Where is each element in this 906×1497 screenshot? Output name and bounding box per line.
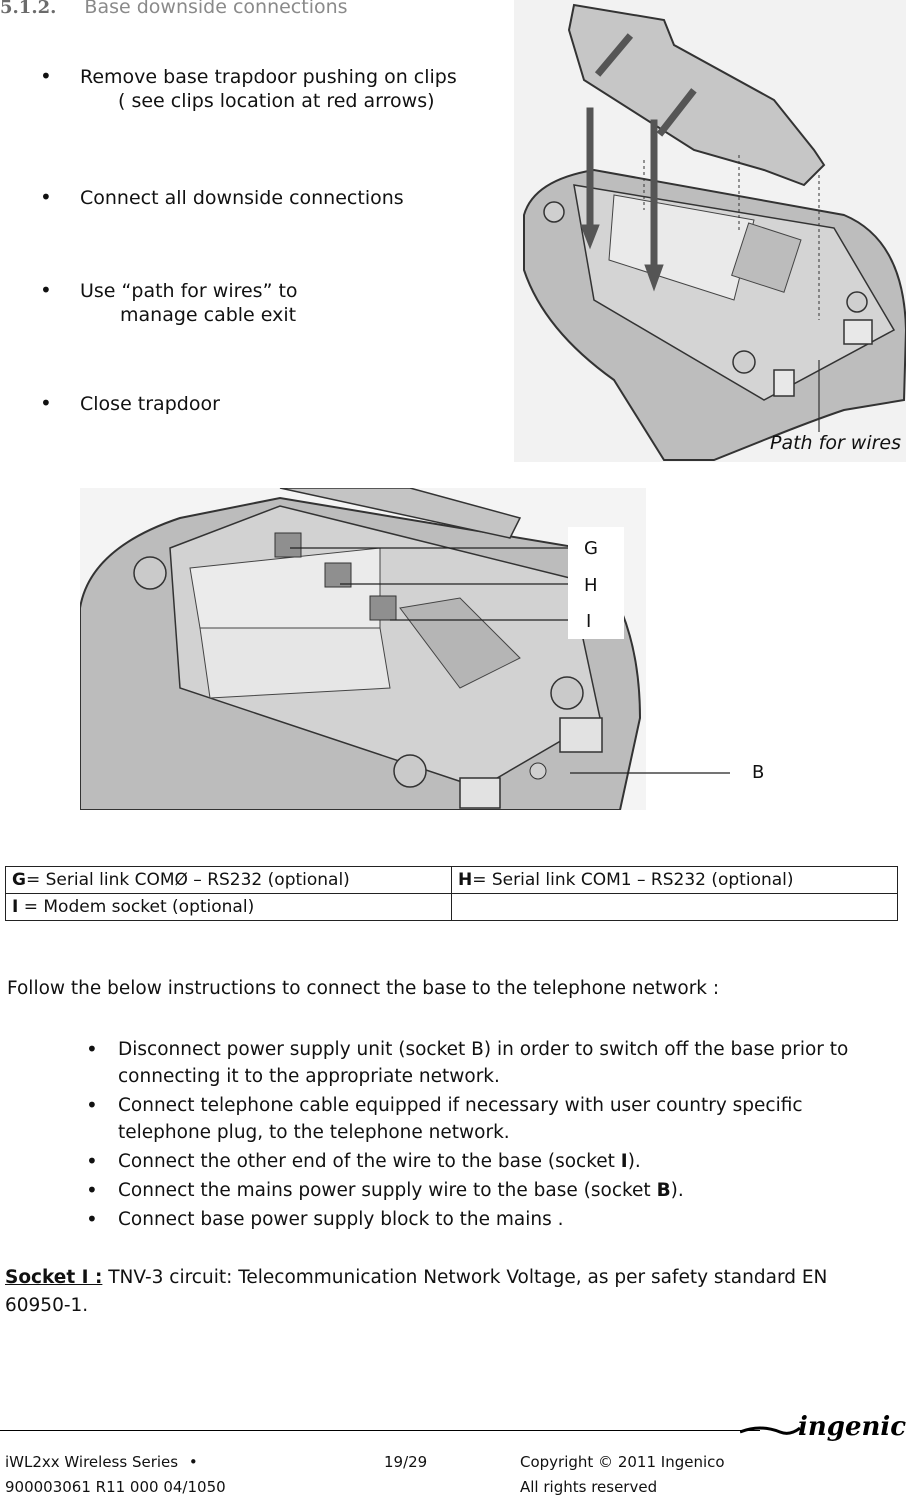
table-cell: G= Serial link COMØ – RS232 (optional) xyxy=(5,866,452,894)
socket-ref: I xyxy=(620,1151,628,1172)
footer-rights: All rights reserved xyxy=(520,1478,658,1496)
instruction-text-end: ). xyxy=(627,1151,641,1172)
footer-doc-ref: 900003061 R11 000 04/1050 xyxy=(5,1478,226,1496)
legend-key: H xyxy=(458,870,473,890)
legend-key: I xyxy=(12,897,19,917)
list-item: • Connect the mains power supply wire to … xyxy=(86,1177,888,1204)
step-text: Connect all downside connections xyxy=(80,187,404,209)
bullet-icon: • xyxy=(86,1093,98,1117)
table-row: I = Modem socket (optional) xyxy=(5,893,898,921)
footer-copyright: Copyright © 2011 Ingenico xyxy=(520,1453,725,1471)
table-row: G= Serial link COMØ – RS232 (optional) H… xyxy=(5,866,898,894)
step-subtext: ( see clips location at red arrows) xyxy=(118,90,435,112)
list-item: • Disconnect power supply unit (socket B)… xyxy=(86,1036,888,1090)
instruction-text-end: ). xyxy=(670,1180,684,1201)
step-text: Close trapdoor xyxy=(80,393,220,415)
intro-text: Follow the below instructions to connect… xyxy=(7,978,720,999)
instruction-text: Connect base power supply block to the m… xyxy=(118,1209,564,1230)
footer-divider xyxy=(0,1430,760,1431)
callout-lines xyxy=(290,547,730,774)
page-number: 19/29 xyxy=(384,1453,428,1471)
callout-g: G xyxy=(584,538,598,559)
step-text: Remove base trapdoor pushing on clips xyxy=(80,66,457,88)
section-number: 5.1.2. xyxy=(0,0,57,18)
table-cell: H= Serial link COM1 – RS232 (optional) xyxy=(451,866,898,894)
step-text: Use “path for wires” to xyxy=(80,280,298,302)
trapdoor-removal-illustration xyxy=(514,0,906,462)
legend-text: = Serial link COM1 – RS232 (optional) xyxy=(472,870,794,890)
socket-legend-table: G= Serial link COMØ – RS232 (optional) H… xyxy=(5,866,898,921)
callout-box xyxy=(568,527,624,639)
connectors-illustration xyxy=(80,488,646,810)
table-cell xyxy=(451,893,898,921)
product-name: iWL2xx Wireless Series xyxy=(5,1453,179,1471)
instruction-list: • Disconnect power supply unit (socket B)… xyxy=(86,1036,888,1235)
instruction-text: Connect the mains power supply wire to t… xyxy=(118,1180,657,1201)
step-item: • Close trapdoor xyxy=(40,391,220,415)
instruction-text: Connect telephone cable equipped if nece… xyxy=(118,1095,803,1143)
step-item: • Connect all downside connections xyxy=(40,185,404,209)
step-subtext: manage cable exit xyxy=(120,304,297,326)
callout-h: H xyxy=(584,575,598,596)
bullet-icon: • xyxy=(40,185,52,209)
bullet-icon: • xyxy=(40,278,52,302)
list-item: • Connect telephone cable equipped if nec… xyxy=(86,1092,888,1146)
ingenico-logo: ingenico xyxy=(798,1412,906,1442)
socket-note-text: TNV-3 circuit: Telecommunication Network… xyxy=(5,1267,828,1316)
path-for-wires-label: Path for wires xyxy=(770,432,902,454)
socket-note-lead: Socket I : xyxy=(5,1267,103,1288)
callout-i: I xyxy=(586,611,592,632)
bullet-icon: • xyxy=(86,1037,98,1061)
instruction-text: Connect the other end of the wire to the… xyxy=(118,1151,621,1172)
logo-swoosh-icon xyxy=(740,1426,800,1435)
bullet-icon: • xyxy=(40,64,52,88)
section-heading: 5.1.2. Base downside connections xyxy=(0,0,348,18)
step-item: • Remove base trapdoor pushing on clips … xyxy=(40,64,457,112)
instruction-text: Disconnect power supply unit (socket B) … xyxy=(118,1039,849,1087)
table-cell: I = Modem socket (optional) xyxy=(5,893,452,921)
legend-text: = Serial link COMØ – RS232 (optional) xyxy=(25,870,350,890)
socket-note: Socket I : TNV-3 circuit: Telecommunicat… xyxy=(5,1264,885,1320)
legend-text: = Modem socket (optional) xyxy=(18,897,255,917)
callout-b: B xyxy=(752,762,765,783)
list-item: • Connect base power supply block to the … xyxy=(86,1206,888,1233)
bullet-icon: • xyxy=(188,1453,198,1471)
bullet-icon: • xyxy=(86,1207,98,1231)
bullet-icon: • xyxy=(40,391,52,415)
bullet-icon: • xyxy=(86,1149,98,1173)
legend-key: G xyxy=(12,870,26,890)
bullet-icon: • xyxy=(86,1178,98,1202)
socket-ref: B xyxy=(656,1180,671,1201)
footer-product: iWL2xx Wireless Series • xyxy=(5,1453,198,1471)
step-item: • Use “path for wires” to manage cable e… xyxy=(40,278,298,326)
list-item: • Connect the other end of the wire to th… xyxy=(86,1148,888,1175)
section-title: Base downside connections xyxy=(84,0,348,18)
